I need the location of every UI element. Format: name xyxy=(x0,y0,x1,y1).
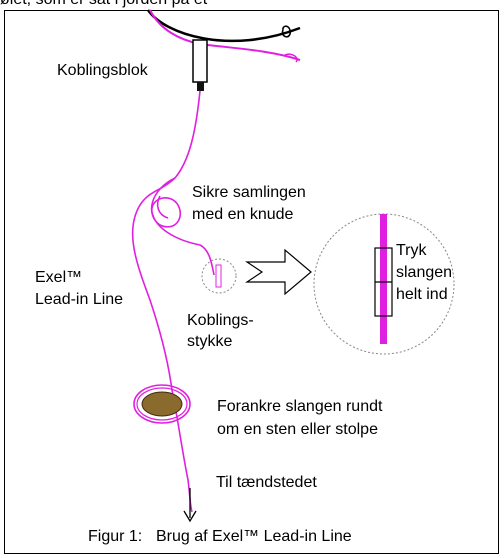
figure-title: Brug af Exel™ Lead-in Line xyxy=(156,528,352,545)
lead-in-line-label-line1: Exel™ xyxy=(35,269,83,286)
connector-block-label: Koblingsblok xyxy=(57,62,148,79)
connector-block-tip xyxy=(197,82,204,91)
figure-frame xyxy=(4,10,499,554)
magnify-arrow xyxy=(245,248,312,296)
lead-in-line-knot xyxy=(150,177,215,276)
to-ignition-label: Til tændstedet xyxy=(216,474,317,491)
down-arrow-head xyxy=(183,510,197,523)
shock-tube-black xyxy=(146,9,301,43)
figure-caption: Figur 1: Brug af Exel™ Lead-in Line xyxy=(88,528,352,546)
secure-joint-label-line1: Sikre samlingen xyxy=(192,184,306,201)
lead-in-line-loop xyxy=(156,195,169,219)
lead-in-line-label-line2: Lead-in Line xyxy=(35,291,124,308)
pink-tube-top-end xyxy=(284,53,298,63)
tube-loop-top xyxy=(281,25,291,38)
magnified-tube xyxy=(380,214,387,344)
stone-coil-outer xyxy=(133,384,191,424)
anchor-label-line2: om en sten eller stolpe xyxy=(217,421,378,438)
anchor-label-line1: Forankre slangen rundt xyxy=(217,398,383,415)
stone-coil-inner xyxy=(136,387,188,421)
connector-block xyxy=(192,39,208,83)
anchor-stone xyxy=(141,391,183,417)
coupling-piece-label-line2: stykke xyxy=(187,333,233,350)
coupling-piece xyxy=(215,264,222,288)
cropped-body-text: ølet, som er sat i jorden på et xyxy=(0,0,207,9)
secure-joint-label-line2: med en knude xyxy=(192,206,294,223)
lead-in-line xyxy=(131,90,201,513)
coupling-circle xyxy=(201,258,237,294)
coupling-piece-label-line1: Koblings- xyxy=(187,312,254,329)
figure-number: Figur 1: xyxy=(88,528,143,545)
push-hose-label-line2: slangen xyxy=(396,264,453,281)
push-hose-label-line1: Tryk xyxy=(396,242,427,259)
push-hose-label-line3: helt ind xyxy=(396,286,448,303)
